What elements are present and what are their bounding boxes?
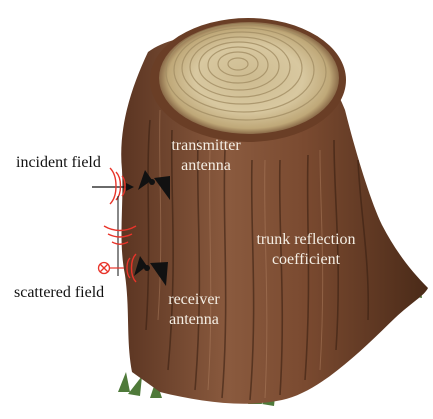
receiver-antenna-label: receiver antenna (154, 290, 234, 330)
trunk-reflection-label: trunk reflection coefficient (234, 230, 378, 270)
stump-top-rings (150, 18, 346, 142)
transmitter-antenna-label: transmitter antenna (158, 136, 254, 176)
scattered-field-label: scattered field (14, 283, 104, 303)
incident-field-label: incident field (16, 153, 101, 173)
